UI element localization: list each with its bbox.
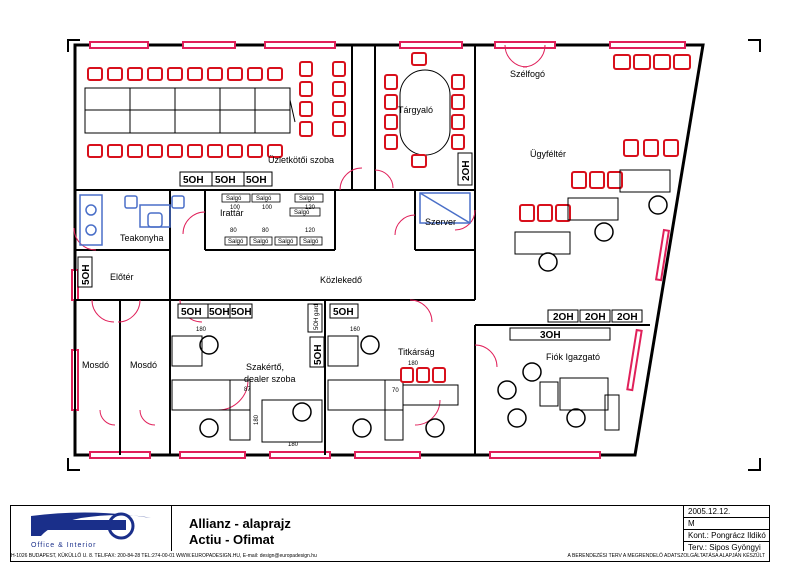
floor-plan: Üzletkötői szoba Tárgyaló Szélfogó Ügyfé…	[67, 39, 761, 471]
meta-scale: M	[684, 518, 770, 530]
dimension-label: 87	[244, 387, 251, 393]
drawing-title: Allianz - alaprajz	[189, 516, 291, 531]
dimension-label: 100	[230, 205, 241, 211]
cabinet-label: 5OH	[183, 175, 204, 186]
shelf-label: Salgó	[278, 239, 294, 245]
cabinet-label: 5OH	[246, 175, 267, 186]
meta-table: 2005.12.12. M Kont.: Pongrácz Ildikó Ter…	[683, 506, 770, 552]
shelf-label: Salgó	[253, 239, 269, 245]
shelf-label: Salgó	[226, 196, 242, 202]
room-label-irattar: Irattár	[220, 208, 244, 218]
dimension-label: 180	[408, 361, 419, 367]
cabinet-label: 5OH	[81, 264, 92, 285]
room-label-kozlekedo: Közlekedő	[320, 275, 362, 285]
dimension-label: 180	[288, 442, 299, 448]
kitchen	[79, 194, 185, 246]
room-label-eloter: Előtér	[110, 272, 134, 282]
cabinet-label: 2OH	[617, 312, 638, 323]
room-label-titkarsag: Titkárság	[398, 347, 435, 357]
room-label-fiok: Fiók Igazgató	[546, 352, 600, 362]
swivel-chairs	[199, 195, 668, 438]
irattar-shelves	[221, 193, 324, 246]
dimension-label: 120	[305, 205, 316, 211]
dimension-label: 180	[196, 327, 207, 333]
windows	[71, 41, 686, 459]
shelf-label: Salgó	[303, 239, 319, 245]
cabinets	[77, 152, 643, 368]
logo-swoosh-icon	[31, 512, 151, 536]
meta-terv: Terv.: Sipos Gyöngyi	[688, 543, 761, 552]
waiting-chairs	[519, 54, 691, 222]
shelf-label: Salgó	[256, 196, 272, 202]
dimension-label: 80	[230, 228, 237, 234]
uzletkotoi-desks	[84, 87, 296, 134]
crop-marks	[67, 39, 761, 471]
titkarsag-chairs	[400, 367, 446, 383]
meta-date: 2005.12.12.	[684, 506, 770, 518]
cabinet-label: 5OH	[333, 307, 354, 318]
dimension-label: 120	[305, 228, 316, 234]
cabinet-label: 5OH gard	[314, 304, 320, 330]
cabinet-label: 5OH	[215, 175, 236, 186]
interior-walls	[74, 45, 650, 455]
room-label-dealer: dealer szoba	[244, 374, 296, 384]
dimension-label: 100	[262, 205, 273, 211]
cabinet-label: 2OH	[461, 160, 472, 181]
room-label-mosdo-2: Mosdó	[130, 360, 157, 370]
room-label-teakonyha: Teakonyha	[120, 233, 164, 243]
shelf-label: Salgó	[299, 196, 315, 202]
dimension-label: 160	[350, 327, 361, 333]
cabinet-label: 5OH	[231, 307, 252, 318]
dimension-label: 80	[262, 228, 269, 234]
dimension-label: 180	[254, 414, 260, 425]
room-label-szelfogo: Szélfogó	[510, 69, 545, 79]
office-desks	[171, 335, 620, 443]
room-label-szakerto: Szakértő,	[246, 362, 284, 372]
dimension-label: 70	[392, 388, 399, 394]
meta-kont: Kont.: Pongrácz Ildikó	[684, 530, 770, 542]
shelf-label: Salgó	[294, 210, 310, 216]
shelf-label: Salgó	[228, 239, 244, 245]
company-logo: Office & Interior	[11, 506, 172, 551]
room-label-ugyfelter: Ügyféltér	[530, 149, 566, 159]
cabinet-label: 5OH	[181, 307, 202, 318]
drawing-subtitle: Actiu - Ofimat	[189, 532, 275, 547]
meeting-chairs	[384, 52, 465, 168]
cabinet-label: 5OH	[209, 307, 230, 318]
cabinet-label: 3OH	[540, 330, 561, 341]
server-rack	[419, 192, 471, 224]
uzletkotoi-chairs	[87, 61, 346, 158]
cabinet-label: 2OH	[585, 312, 606, 323]
room-label-uzletkotoi: Üzletkötői szoba	[268, 155, 334, 165]
cabinet-label: 5OH	[313, 344, 324, 365]
footer-address: H-1026 BUDAPEST, KÜKÜLLŐ U. 8. TEL/FAX: …	[11, 553, 317, 559]
footer-note: A BERENDEZÉSI TERV A MEGRENDELŐ ADATSZOL…	[567, 553, 765, 559]
title-block: Office & Interior Allianz - alaprajz Act…	[10, 505, 770, 562]
cabinet-label: 2OH	[553, 312, 574, 323]
room-label-mosdo-1: Mosdó	[82, 360, 109, 370]
room-label-targyalo: Tárgyaló	[398, 105, 433, 115]
logo-text: Office & Interior	[31, 542, 97, 549]
room-label-szerver: Szerver	[425, 217, 456, 227]
